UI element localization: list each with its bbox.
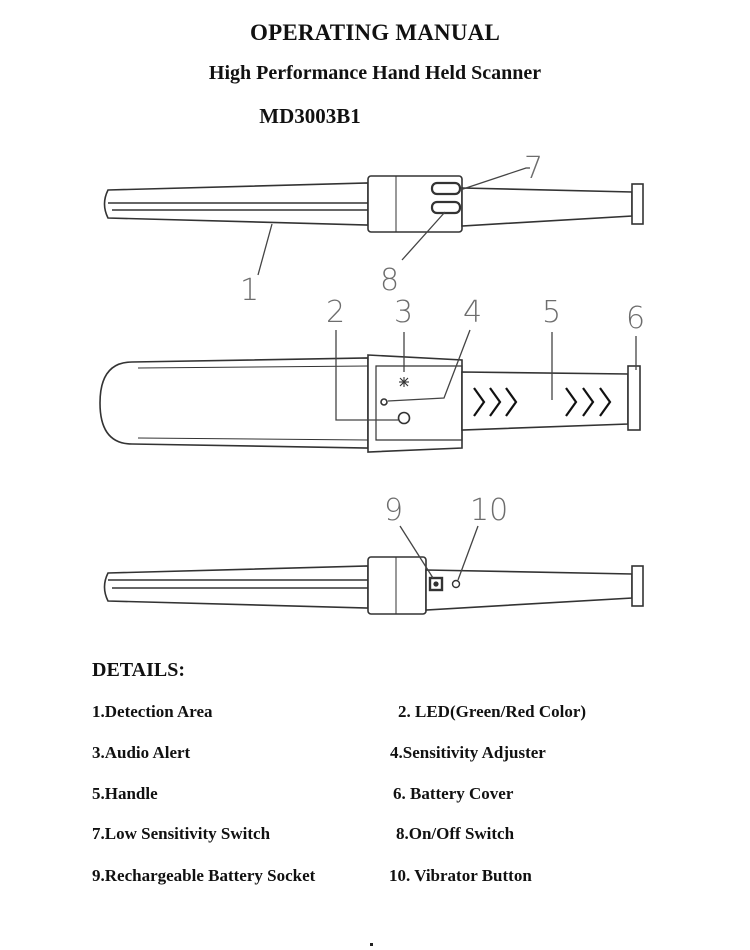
detail-item-sensitivity-adjuster: 4.Sensitivity Adjuster [390, 743, 546, 762]
detail-item-battery-socket: 9.Rechargeable Battery Socket [92, 866, 316, 885]
detail-item-battery-cover: 6. Battery Cover [393, 784, 514, 803]
detail-item-handle: 5.Handle [92, 784, 158, 803]
model-number: MD3003B1 [259, 104, 361, 128]
details-heading: DETAILS: [92, 659, 185, 681]
scanner-diagram: 1 7 8 2 3 4 5 6 9 10 [99, 151, 645, 615]
callout-1: 1 [240, 273, 259, 308]
detail-item-low-sensitivity-switch: 7.Low Sensitivity Switch [92, 824, 271, 843]
detail-item-audio-alert: 3.Audio Alert [92, 743, 191, 762]
callout-6: 6 [626, 301, 645, 336]
scanner-top-view [99, 354, 641, 453]
detail-item-on-off-switch: 8.On/Off Switch [396, 824, 515, 843]
callout-2: 2 [326, 295, 345, 330]
callout-5: 5 [542, 295, 561, 330]
manual-title: OPERATING MANUAL [249, 20, 501, 45]
callout-4: 4 [463, 295, 482, 330]
callout-7: 7 [524, 151, 543, 186]
page-mark [370, 943, 373, 946]
handle-grip-chevrons [473, 387, 612, 417]
callout-8: 8 [380, 263, 399, 298]
detail-item-led: 2. LED(Green/Red Color) [398, 702, 587, 721]
callout-3: 3 [394, 295, 413, 330]
callout-9: 9 [384, 493, 403, 528]
detail-item-detection-area: 1.Detection Area [92, 702, 213, 721]
callout-10: 10 [470, 493, 508, 528]
product-subtitle: High Performance Hand Held Scanner [208, 62, 542, 84]
detail-item-vibrator-button: 10. Vibrator Button [389, 866, 532, 885]
scanner-side-view [103, 175, 644, 233]
audio-alert-symbol [399, 377, 409, 387]
scanner-bottom-view [103, 556, 644, 615]
